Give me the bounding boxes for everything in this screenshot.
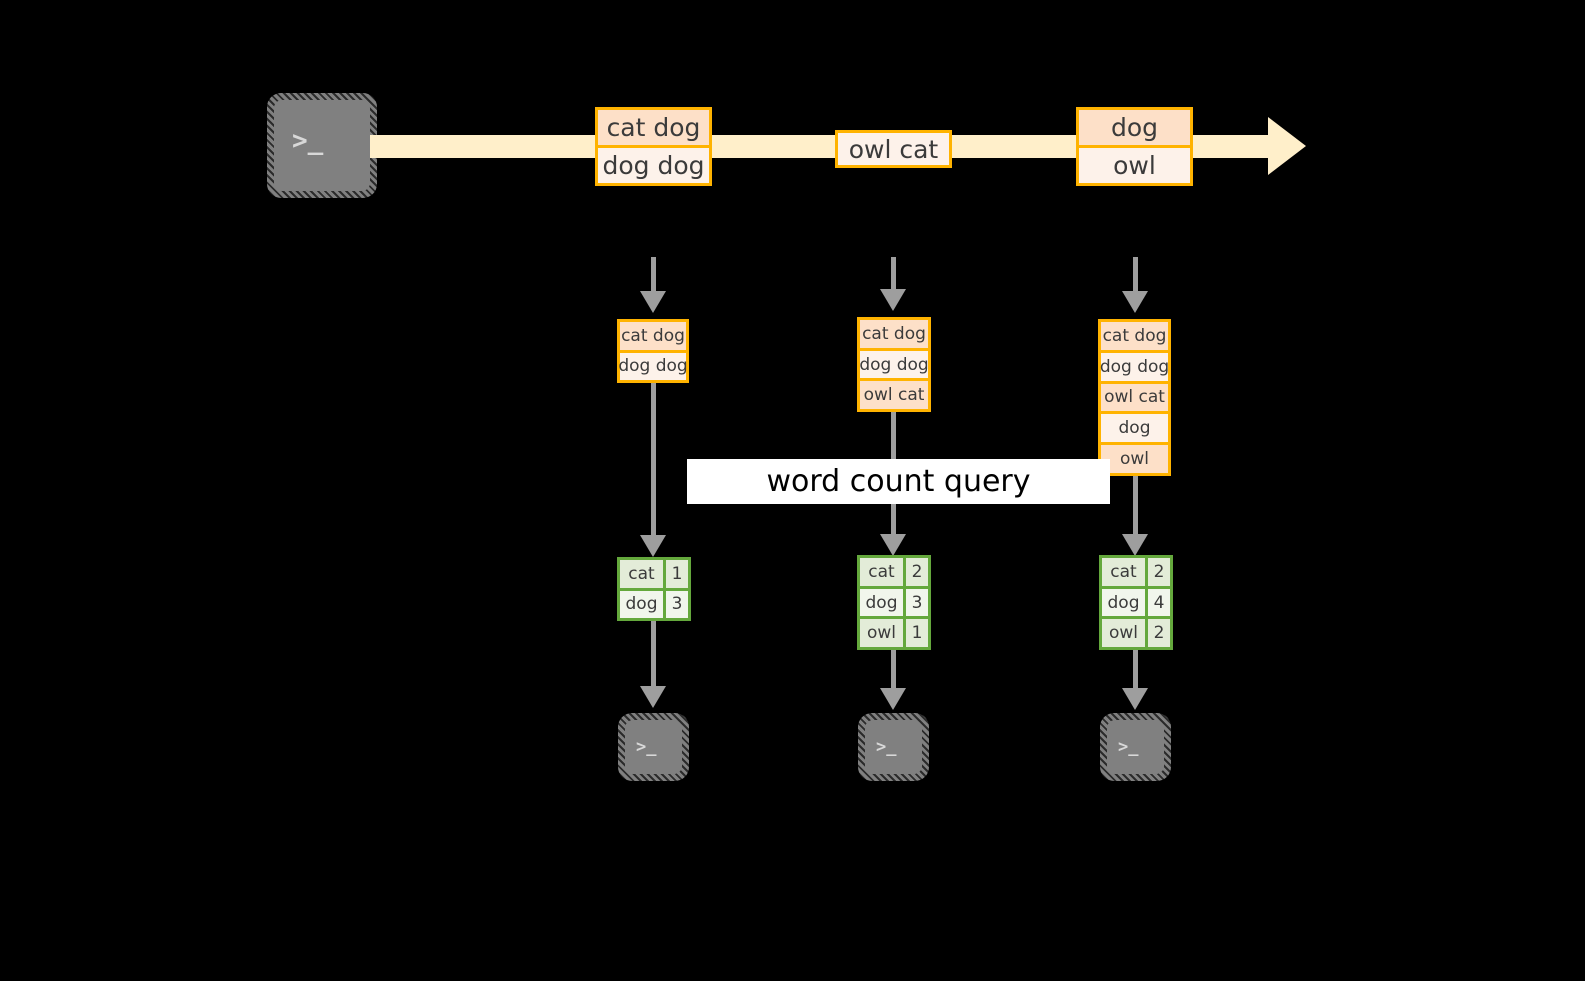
snapshot-2-sink-arrowhead-icon	[880, 688, 906, 710]
table-row: owl 2	[1102, 616, 1170, 648]
query-banner-label: word count query	[766, 464, 1031, 499]
snapshot-3-sink-terminal-screen: >_	[1107, 720, 1164, 774]
snapshot-3-sink-line	[1133, 650, 1138, 692]
snapshot-1-sink-line	[651, 621, 656, 689]
table-row: cat 1	[620, 560, 688, 588]
snapshot-1-input-line-2: dog dog	[618, 349, 688, 380]
snapshot-1-query-line	[651, 383, 656, 538]
stream-record-2: owl cat	[835, 130, 952, 168]
snapshot-3-input-box: cat dog dog dog owl cat dog owl	[1098, 319, 1171, 476]
snapshot-2-query-arrowhead-icon	[880, 534, 906, 556]
snapshot-3-result-count-2: 4	[1145, 588, 1170, 617]
snapshot-2-result-word-2: dog	[860, 588, 903, 617]
snapshot-2-input-line-3: owl cat	[860, 378, 928, 410]
snapshot-1-result-word-2: dog	[620, 590, 663, 618]
snapshot-3-result-word-3: owl	[1102, 619, 1145, 648]
snapshot-3-result-word-2: dog	[1102, 588, 1145, 617]
snapshot-3-result-count-3: 2	[1145, 619, 1170, 648]
snapshot-3-input-line-1: cat dog	[1101, 322, 1168, 350]
source-terminal-prompt-glyph: >_	[292, 126, 324, 156]
table-row: cat 2	[1102, 558, 1170, 586]
table-row: dog 4	[1102, 585, 1170, 617]
table-row: dog 3	[860, 585, 928, 617]
snapshot-3-feed-arrowhead-icon	[1122, 291, 1148, 313]
snapshot-2-result-table: cat 2 dog 3 owl 1	[857, 555, 931, 650]
stream-record-3: dog owl	[1076, 107, 1193, 186]
snapshot-3-result-table: cat 2 dog 4 owl 2	[1099, 555, 1173, 650]
snapshot-1-input-line-1: cat dog	[620, 322, 686, 350]
snapshot-3-sink-terminal-icon: >_	[1100, 713, 1171, 781]
snapshot-1-result-count-2: 3	[663, 590, 688, 618]
snapshot-1-query-arrowhead-icon	[640, 535, 666, 557]
snapshot-3-input-line-2: dog dog	[1100, 349, 1169, 381]
snapshot-1-feed-arrowhead-icon	[640, 291, 666, 313]
snapshot-2-sink-terminal-prompt-glyph: >_	[876, 737, 897, 757]
stream-record-2-line-1: owl cat	[838, 133, 949, 165]
snapshot-2-sink-terminal-icon: >_	[858, 713, 929, 781]
source-terminal-screen: >_	[274, 100, 370, 191]
source-terminal-icon: >_	[267, 93, 377, 198]
stream-record-1-line-1: cat dog	[598, 110, 709, 145]
snapshot-1-sink-terminal-prompt-glyph: >_	[636, 737, 657, 757]
snapshot-3-input-line-3: owl cat	[1101, 380, 1168, 412]
snapshot-3-result-word-1: cat	[1102, 558, 1145, 586]
snapshot-2-result-count-2: 3	[903, 588, 928, 617]
snapshot-3-query-line	[1133, 476, 1138, 538]
snapshot-3-query-arrowhead-icon	[1122, 534, 1148, 556]
stream-record-3-line-2: owl	[1079, 145, 1190, 183]
snapshot-2-feed-arrowhead-icon	[880, 289, 906, 311]
table-row: dog 3	[620, 587, 688, 618]
snapshot-1-input-box: cat dog dog dog	[617, 319, 689, 383]
table-row: cat 2	[860, 558, 928, 586]
snapshot-2-input-line-1: cat dog	[860, 320, 928, 348]
stream-arrowhead-icon	[1268, 117, 1306, 175]
snapshot-2-result-word-1: cat	[860, 558, 903, 586]
snapshot-1-sink-arrowhead-icon	[640, 686, 666, 708]
snapshot-3-input-line-5: owl	[1101, 442, 1168, 473]
stream-record-1-line-2: dog dog	[598, 145, 709, 183]
snapshot-2-input-line-2: dog dog	[859, 347, 929, 379]
stream-record-3-line-1: dog	[1079, 110, 1190, 145]
snapshot-3-input-line-4: dog	[1101, 411, 1168, 443]
snapshot-1-result-word-1: cat	[620, 560, 663, 588]
snapshot-2-result-count-1: 2	[903, 558, 928, 586]
snapshot-2-result-word-3: owl	[860, 619, 903, 648]
snapshot-2-feed-line	[891, 257, 896, 293]
snapshot-2-sink-line	[891, 650, 896, 692]
snapshot-3-feed-line	[1133, 257, 1138, 295]
snapshot-2-sink-terminal-screen: >_	[865, 720, 922, 774]
stream-record-1: cat dog dog dog	[595, 107, 712, 186]
table-row: owl 1	[860, 616, 928, 648]
snapshot-1-sink-terminal-icon: >_	[618, 713, 689, 781]
snapshot-2-input-box: cat dog dog dog owl cat	[857, 317, 931, 412]
snapshot-3-sink-arrowhead-icon	[1122, 688, 1148, 710]
query-banner: word count query	[687, 459, 1110, 504]
snapshot-3-result-count-1: 2	[1145, 558, 1170, 586]
snapshot-1-result-table: cat 1 dog 3	[617, 557, 691, 621]
snapshot-2-result-count-3: 1	[903, 619, 928, 648]
snapshot-1-sink-terminal-screen: >_	[625, 720, 682, 774]
snapshot-1-feed-line	[651, 257, 656, 295]
snapshot-3-sink-terminal-prompt-glyph: >_	[1118, 737, 1139, 757]
snapshot-1-result-count-1: 1	[663, 560, 688, 588]
